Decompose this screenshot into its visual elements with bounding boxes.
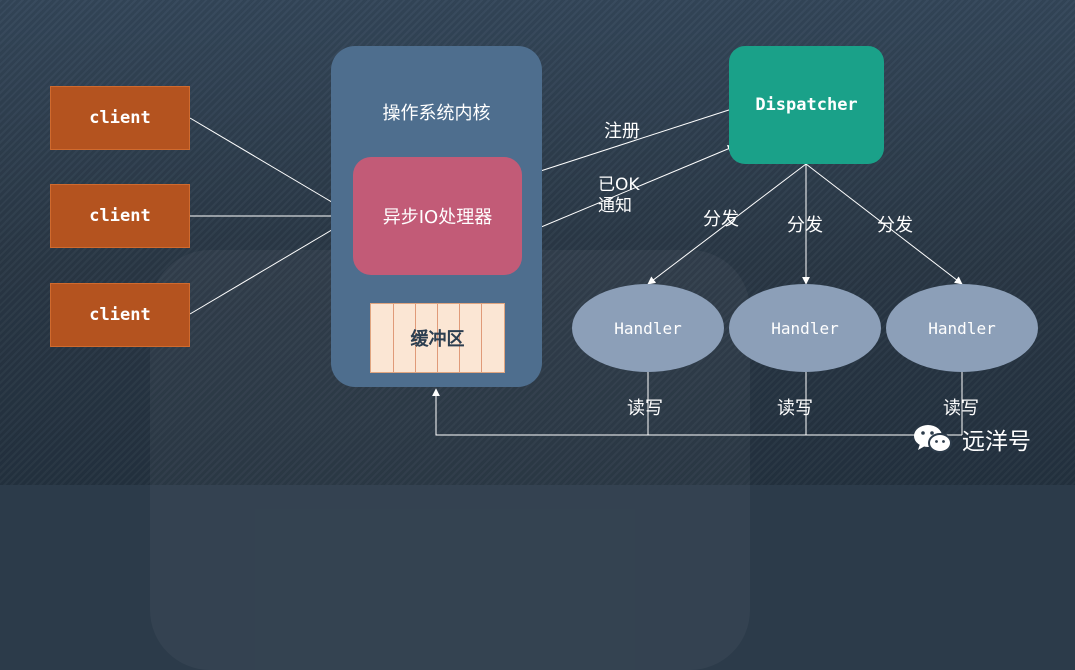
- client-3-arrow: [189, 217, 353, 315]
- handler-node-3: Handler: [886, 284, 1038, 372]
- buffer-cell-divider: [459, 304, 460, 372]
- client-box-3: client: [50, 283, 190, 347]
- client-1-arrow: [189, 117, 353, 215]
- client-box-1: client: [50, 86, 190, 150]
- buffer-cell-divider: [393, 304, 394, 372]
- buffer-cell-divider: [437, 304, 438, 372]
- dispatch-label-2: 分发: [787, 215, 823, 236]
- async-io-processor: 异步IO处理器: [353, 157, 522, 275]
- buffer-cell-divider: [415, 304, 416, 372]
- brand-name: 远洋号: [962, 429, 1031, 455]
- read-write-label-3: 读写: [943, 398, 979, 419]
- wechat-icon: [914, 425, 952, 453]
- handler-node-1: Handler: [572, 284, 724, 372]
- dispatch-label-3: 分发: [877, 215, 913, 236]
- read-write-return-line: [436, 372, 963, 436]
- done-ok-label: 已OK: [598, 175, 640, 195]
- notify-arrow: [521, 145, 736, 236]
- dispatcher-box: Dispatcher: [729, 46, 884, 164]
- dispatch-arrow-1: [647, 163, 807, 285]
- dispatch-arrow-3: [805, 163, 963, 285]
- client-box-2: client: [50, 184, 190, 248]
- handler-node-2: Handler: [729, 284, 881, 372]
- read-write-label-1: 读写: [627, 398, 663, 419]
- register-arrow: [521, 107, 736, 179]
- connector-layer: [189, 107, 963, 436]
- os-kernel-title: 操作系统内核: [382, 103, 491, 124]
- notify-label: 通知: [598, 196, 632, 216]
- buffer-box: [370, 303, 505, 373]
- buffer-cell-divider: [481, 304, 482, 372]
- buffer-label: 缓冲区: [410, 329, 465, 350]
- read-write-label-2: 读写: [777, 398, 813, 419]
- dispatch-label-1: 分发: [703, 209, 739, 230]
- register-label: 注册: [604, 121, 640, 142]
- brand-watermark: 远洋号: [912, 422, 1031, 456]
